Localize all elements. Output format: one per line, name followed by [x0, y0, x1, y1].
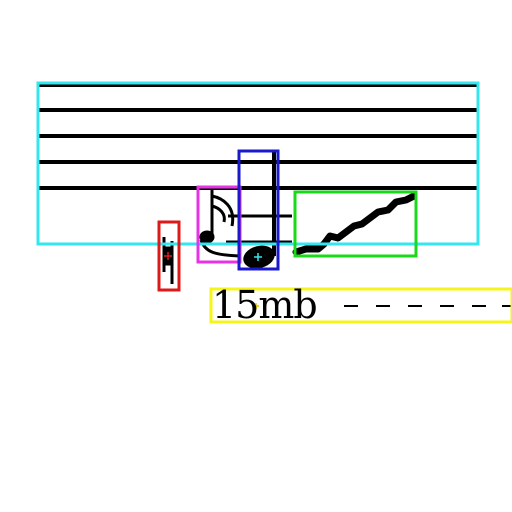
staff-lines [38, 83, 478, 190]
annotation-text: 15mb [212, 283, 318, 327]
staff-bounding-box [36, 81, 480, 246]
accidental-bounding-box [157, 220, 181, 292]
text-center-marker [253, 303, 259, 309]
trill-bounding-box [293, 190, 418, 258]
ledger-lines [226, 214, 292, 244]
text-bounding-box [209, 287, 512, 324]
notehead-center-marker [254, 253, 262, 261]
eighth-note-flag-icon [199, 190, 241, 258]
notehead-bounding-box [237, 149, 280, 271]
accidental-center-marker [164, 252, 172, 260]
trill-wavy-line-icon [292, 192, 418, 256]
